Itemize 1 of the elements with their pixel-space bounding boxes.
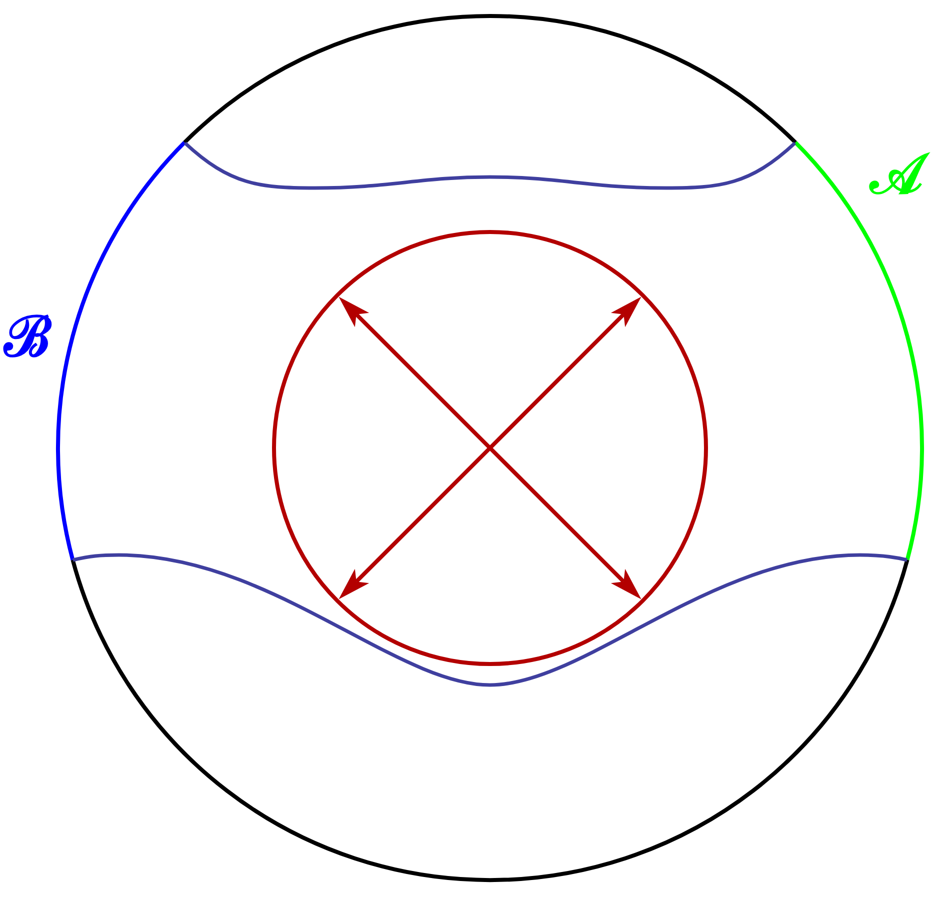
region-label: ℬ [2, 303, 53, 372]
